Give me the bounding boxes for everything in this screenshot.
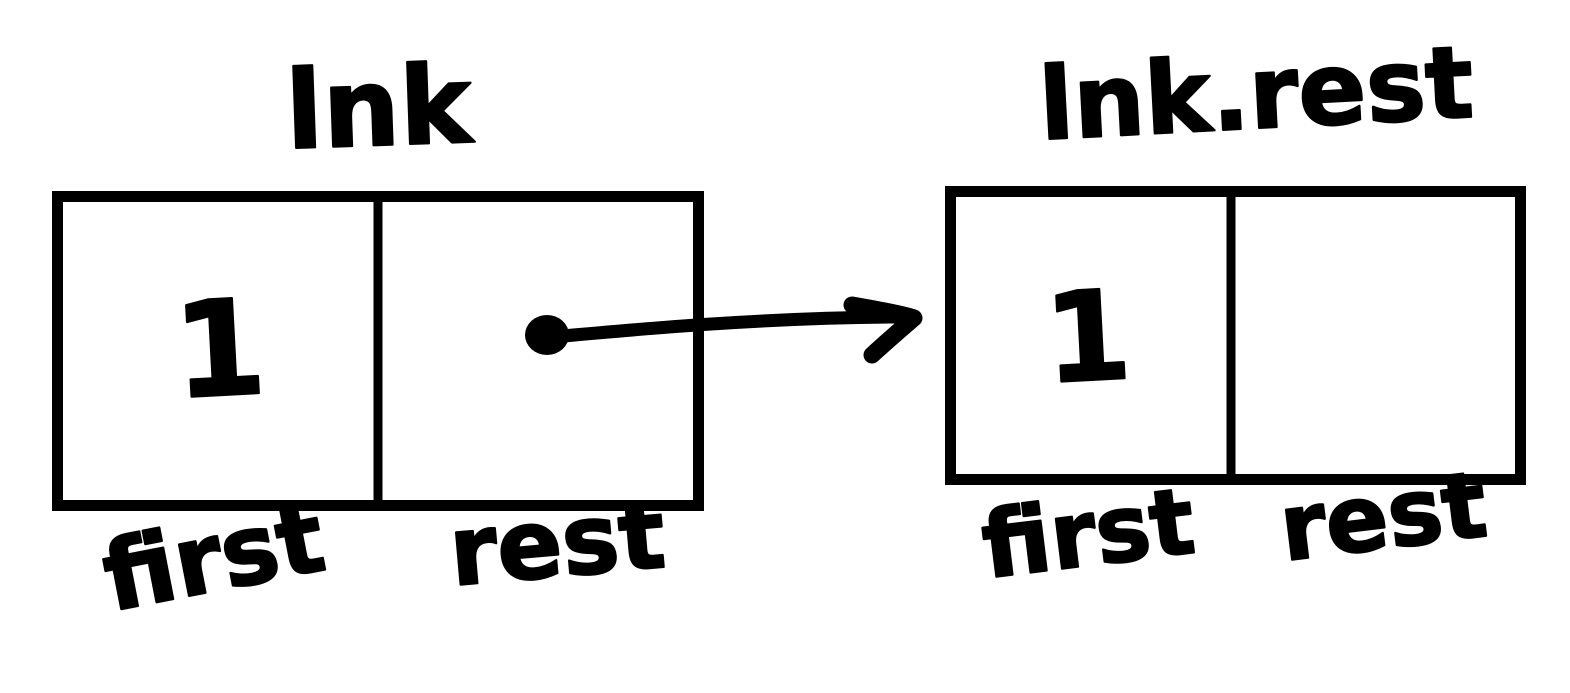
node-lnk-rest: lnk.rest 1 first rest	[945, 23, 1526, 601]
node-lnk-rest-rest-label: rest	[1274, 451, 1492, 582]
node-lnk-rest-label: rest	[445, 478, 669, 608]
pointer-arrow-head	[843, 296, 923, 364]
node-lnk-title: lnk	[284, 43, 476, 174]
node-lnk-rest-title: lnk.rest	[1036, 24, 1476, 164]
node-lnk-rest-first-label: first	[976, 468, 1200, 600]
node-lnk-first-value: 1	[170, 271, 270, 430]
node-lnk-rest-first-value: 1	[1041, 264, 1135, 412]
rest-pointer-arrow	[525, 296, 923, 364]
node-lnk: lnk 1 first rest	[52, 42, 704, 635]
pointer-shaft	[545, 310, 902, 344]
